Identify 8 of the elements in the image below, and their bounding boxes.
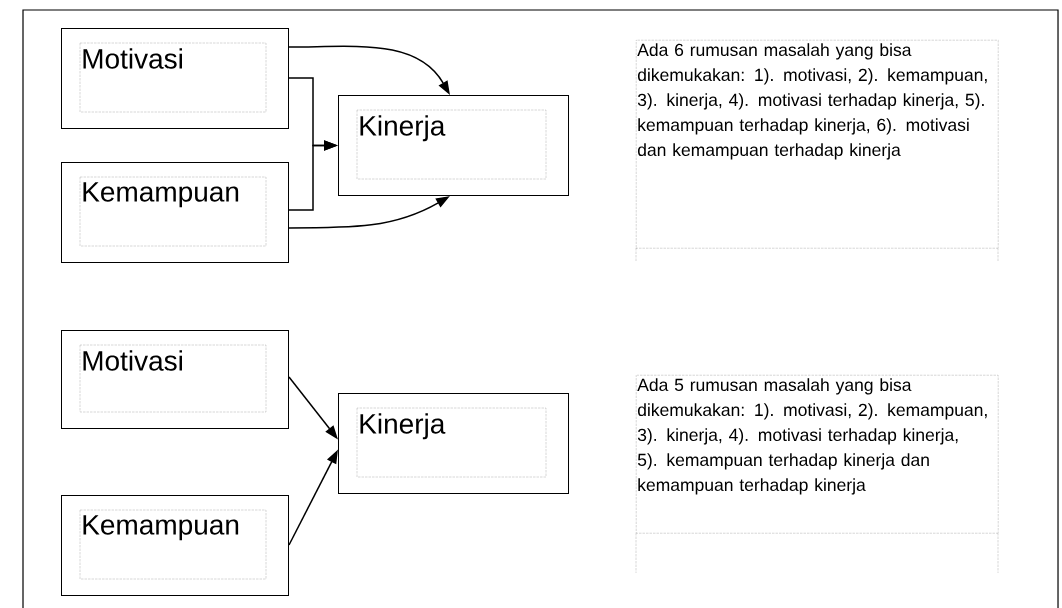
concept-box: Kinerja [338,393,569,494]
concept-box: Kinerja [338,95,569,196]
concept-box: Kemampuan [61,162,289,263]
concept-box: Kemampuan [61,495,289,596]
concept-box: Motivasi [61,28,289,129]
concept-box: Motivasi [61,330,289,429]
text-box: Ada 6 rumusan masalah yang bisa dikemukakan: 1). motivasi, 2). kemampuan, 3). kinerja, 4). motivasi terhadap kinerja, 5). kemampuan terhadap kinerja, 6). motivasi dan kemampuan terhadap kinerja [635,40,999,263]
text-box: Ada 5 rumusan masalah yang bisa dikemukakan: 1). motivasi, 2). kemampuan, 3). kinerja, 4). motivasi terhadap kinerja, 5). kemampuan terhadap kinerja dan kemampuan terhadap kinerja [635,375,999,574]
